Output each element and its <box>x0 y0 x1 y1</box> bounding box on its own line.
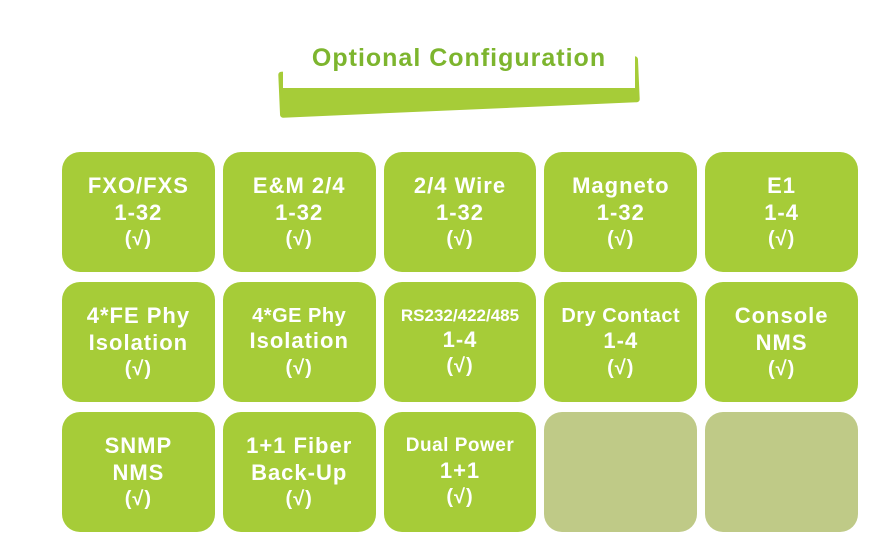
cell-1-1-fiber-backup: 1+1 Fiber Back-Up (√) <box>222 412 376 532</box>
cell-empty-1 <box>544 412 698 532</box>
cell-subtitle: Back-Up <box>251 459 348 485</box>
cell-check: (√) <box>446 354 474 377</box>
cell-dry-contact: Dry Contact 1-4 (√) <box>544 282 698 402</box>
cell-check: (√) <box>124 357 153 380</box>
cell-range: 1-32 <box>596 199 645 225</box>
cell-check: (√) <box>446 486 474 509</box>
cell-subtitle: Isolation <box>88 329 189 355</box>
cell-title: Console <box>734 303 829 329</box>
banner: Optional Configuration <box>278 28 640 118</box>
cell-title: Magneto <box>572 173 670 199</box>
cell-check: (√) <box>124 487 153 510</box>
cell-subtitle: NMS <box>755 329 808 355</box>
cell-title: E1 <box>767 173 797 199</box>
cell-rs232-422-485: RS232/422/485 1-4 (√) <box>383 282 537 402</box>
cell-check: (√) <box>607 356 635 379</box>
cell-range: 1-4 <box>764 199 799 225</box>
cell-title: Dry Contact <box>561 305 681 328</box>
cell-e1: E1 1-4 (√) <box>705 152 858 272</box>
cell-check: (√) <box>607 227 635 250</box>
cell-title: Dual Power <box>405 434 515 456</box>
cell-check: (√) <box>285 227 313 250</box>
cell-check: (√) <box>285 356 313 379</box>
cell-title: E&M 2/4 <box>252 173 346 199</box>
cell-check: (√) <box>446 227 474 250</box>
cell-em-2-4: E&M 2/4 1-32 (√) <box>222 152 376 272</box>
cell-range: 1-32 <box>435 199 485 225</box>
cell-subtitle: NMS <box>112 459 165 485</box>
cell-range: 1-4 <box>603 328 639 354</box>
cell-title: 4*FE Phy <box>86 303 191 329</box>
cell-dual-power: Dual Power 1+1 (√) <box>383 412 537 532</box>
cell-snmp-nms: SNMP NMS (√) <box>62 412 215 532</box>
cell-console-nms: Console NMS (√) <box>705 282 858 402</box>
cell-subtitle: Isolation <box>249 328 349 354</box>
cell-magneto: Magneto 1-32 (√) <box>544 152 698 272</box>
cell-check: (√) <box>767 357 796 380</box>
cell-title: SNMP <box>104 433 173 459</box>
cell-title: RS232/422/485 <box>400 306 520 326</box>
cell-title: 2/4 Wire <box>413 173 507 199</box>
cell-4ge-phy-isolation: 4*GE Phy Isolation (√) <box>222 282 376 402</box>
cell-check: (√) <box>285 487 313 510</box>
cell-range: 1-4 <box>442 326 478 352</box>
cell-4fe-phy-isolation: 4*FE Phy Isolation (√) <box>62 282 215 402</box>
cell-check: (√) <box>767 227 796 250</box>
cell-fxo-fxs: FXO/FXS 1-32 (√) <box>62 152 215 272</box>
cell-empty-2 <box>705 412 858 532</box>
banner-title: Optional Configuration <box>283 28 635 88</box>
cell-2-4-wire: 2/4 Wire 1-32 (√) <box>383 152 537 272</box>
config-grid: FXO/FXS 1-32 (√) E&M 2/4 1-32 (√) 2/4 Wi… <box>62 152 858 532</box>
cell-title: FXO/FXS <box>87 173 189 199</box>
cell-range: 1-32 <box>114 199 163 225</box>
cell-title: 4*GE Phy <box>252 305 347 328</box>
cell-range: 1+1 <box>439 457 481 483</box>
cell-range: 1-32 <box>275 199 324 225</box>
cell-title: 1+1 Fiber <box>246 433 353 459</box>
cell-check: (√) <box>124 227 153 250</box>
